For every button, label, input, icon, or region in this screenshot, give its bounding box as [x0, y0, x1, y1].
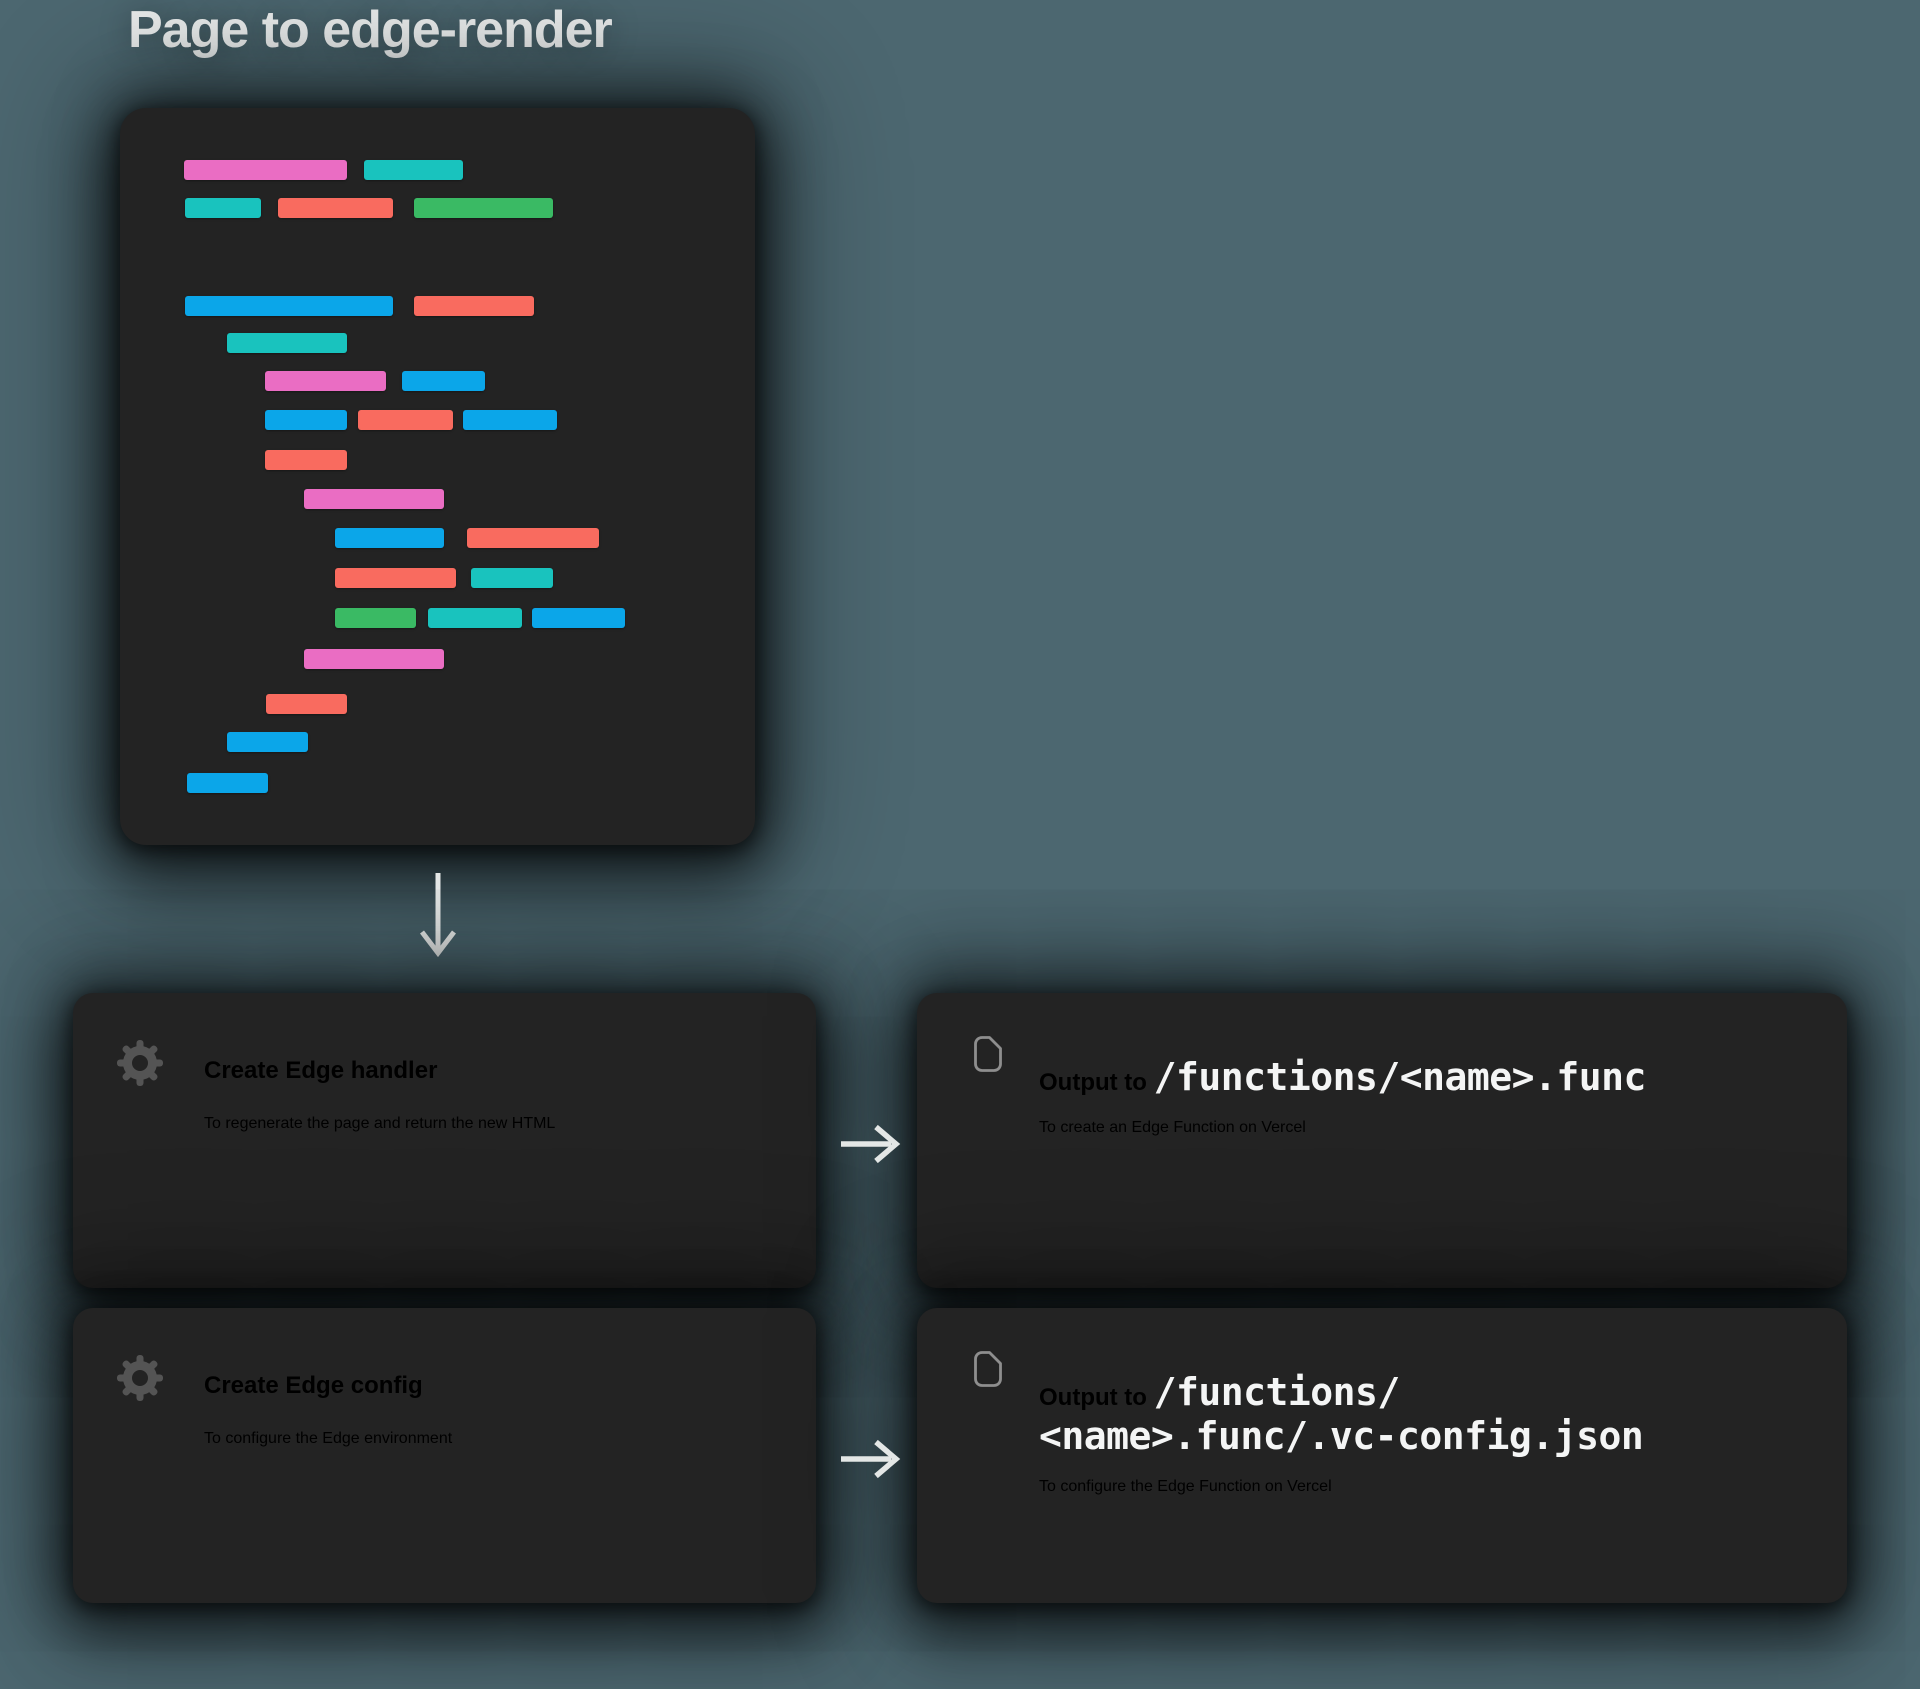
code-bar	[265, 371, 386, 391]
gear-icon	[116, 1354, 164, 1402]
create-edge-handler-box: Create Edge handler To regenerate the pa…	[73, 993, 816, 1288]
code-snippet-panel	[120, 108, 755, 845]
code-bar	[185, 296, 393, 316]
output-func-box: Output to /functions/<name>.func To crea…	[917, 993, 1847, 1288]
code-bar	[335, 568, 456, 588]
output-vc-config-box: Output to /functions/<name>.func/.vc-con…	[917, 1308, 1847, 1603]
arrow-right-icon	[838, 1124, 902, 1164]
code-bar	[265, 450, 347, 470]
box-description: To configure the Edge Function on Vercel	[1039, 1477, 1332, 1495]
file-icon	[973, 1035, 1003, 1073]
code-bar	[364, 160, 463, 180]
code-bar	[187, 773, 268, 793]
code-bar	[532, 608, 625, 628]
code-bar	[463, 410, 557, 430]
file-path: <name>.func/.vc-config.json	[1039, 1413, 1644, 1458]
page-title: Page to edge-render	[128, 1, 613, 59]
box-title: Output to /functions/<name>.func/.vc-con…	[1039, 1369, 1644, 1458]
gear-icon	[116, 1039, 164, 1087]
create-edge-config-box: Create Edge config To configure the Edge…	[73, 1308, 816, 1603]
code-bar	[278, 198, 393, 218]
box-title: Create Edge config	[204, 1371, 423, 1399]
code-bar	[335, 528, 444, 548]
file-path: /functions/<name>.func	[1153, 1054, 1647, 1099]
code-bar	[414, 198, 553, 218]
arrow-right-icon	[838, 1439, 902, 1479]
arrow-down-icon	[420, 870, 456, 960]
code-bar	[428, 608, 522, 628]
code-bar	[265, 410, 347, 430]
code-bar	[304, 649, 444, 669]
box-title: Create Edge handler	[204, 1056, 438, 1084]
code-bar	[227, 333, 347, 353]
box-description: To configure the Edge environment	[204, 1429, 453, 1447]
code-bar	[266, 694, 347, 714]
code-bar	[358, 410, 453, 430]
box-description: To create an Edge Function on Vercel	[1039, 1118, 1306, 1136]
box-description: To regenerate the page and return the ne…	[204, 1114, 556, 1132]
code-bar	[471, 568, 553, 588]
code-bar	[185, 198, 261, 218]
code-bar	[402, 371, 485, 391]
code-bar	[227, 732, 308, 752]
code-bar	[335, 608, 416, 628]
code-bar	[467, 528, 599, 548]
code-bar	[304, 489, 444, 509]
code-bar	[184, 160, 347, 180]
file-path: /functions/	[1153, 1369, 1401, 1414]
file-icon	[973, 1350, 1003, 1388]
code-bar	[414, 296, 534, 316]
box-title: Output to /functions/<name>.func	[1039, 1054, 1647, 1099]
